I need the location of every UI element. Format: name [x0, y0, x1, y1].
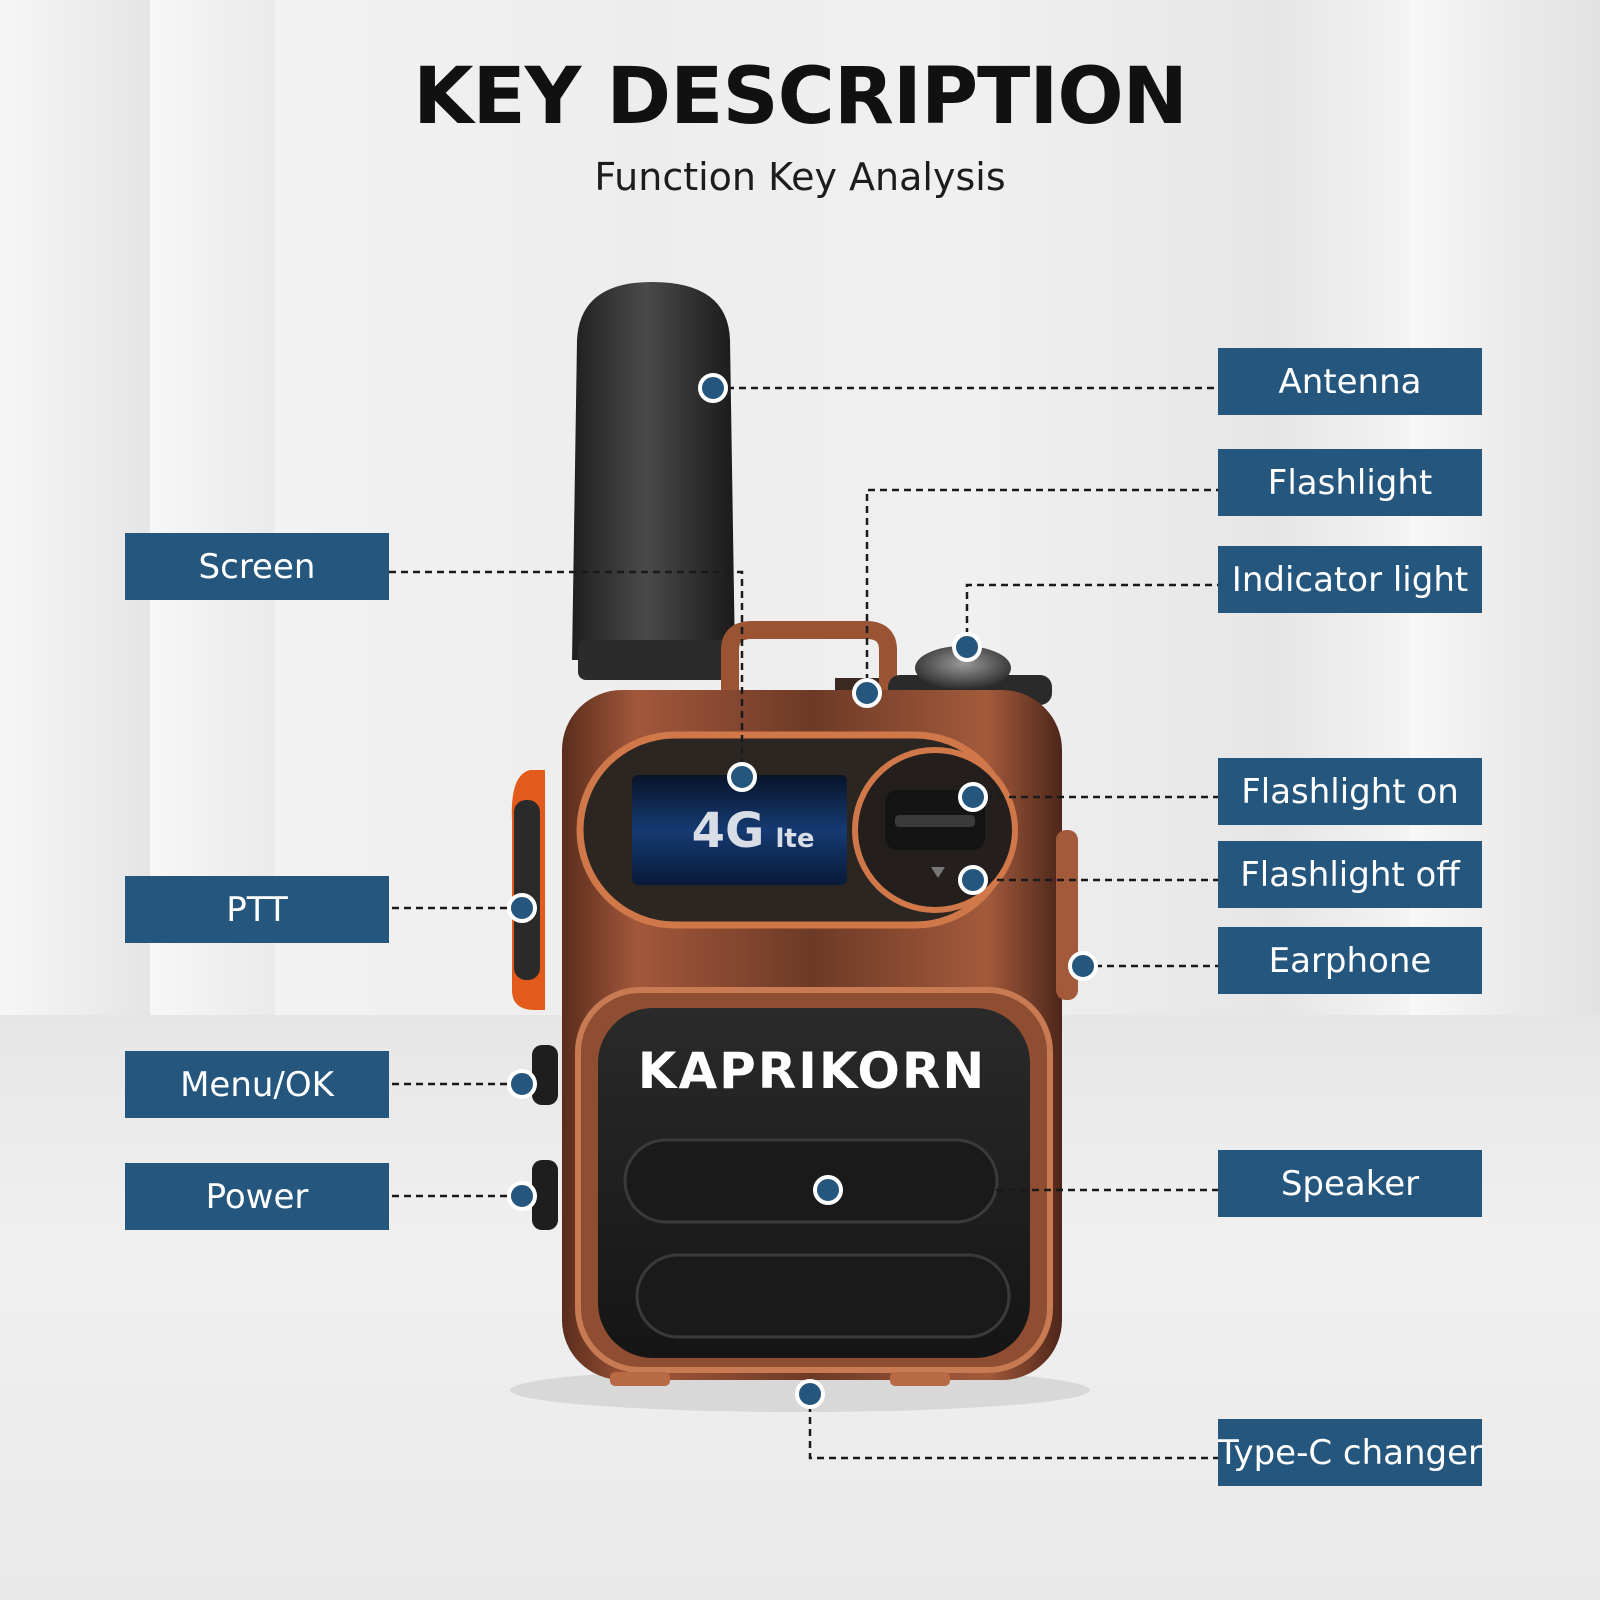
menu-ok-button-graphic: [532, 1045, 558, 1105]
power-button-graphic: [532, 1160, 558, 1230]
callout-flashlight-off: Flashlight off: [1218, 841, 1482, 908]
earphone-port-graphic: [1056, 830, 1078, 1000]
callout-flashlight: Flashlight: [1218, 449, 1482, 516]
callout-speaker: Speaker: [1218, 1150, 1482, 1217]
callout-ptt: PTT: [125, 876, 389, 943]
callout-menu-ok: Menu/OK: [125, 1051, 389, 1118]
flashlight-switch-graphic: [852, 747, 1018, 913]
callout-antenna: Antenna: [1218, 348, 1482, 415]
callout-indicator-light: Indicator light: [1218, 546, 1482, 613]
ptt-grip-graphic: [514, 800, 540, 980]
callout-earphone: Earphone: [1218, 927, 1482, 994]
page-title: KEY DESCRIPTION: [413, 52, 1188, 142]
page-subtitle: Function Key Analysis: [594, 155, 1006, 199]
foot-right: [890, 1372, 950, 1386]
callout-flashlight-on: Flashlight on: [1218, 758, 1482, 825]
speaker-panel: KAPRIKORN: [598, 1008, 1030, 1358]
background-pillar-left: [150, 0, 275, 1015]
screen-4g-text: 4G: [692, 803, 765, 859]
brand-logo-text: KAPRIKORN: [638, 1042, 987, 1100]
foot-left: [610, 1372, 670, 1386]
antenna-graphic: [572, 282, 735, 680]
screen-lte-text: lte: [776, 824, 815, 854]
callout-type-c: Type-C changer: [1218, 1419, 1482, 1486]
callout-power: Power: [125, 1163, 389, 1230]
callout-screen: Screen: [125, 533, 389, 600]
lanyard-loop-graphic: [721, 621, 897, 700]
